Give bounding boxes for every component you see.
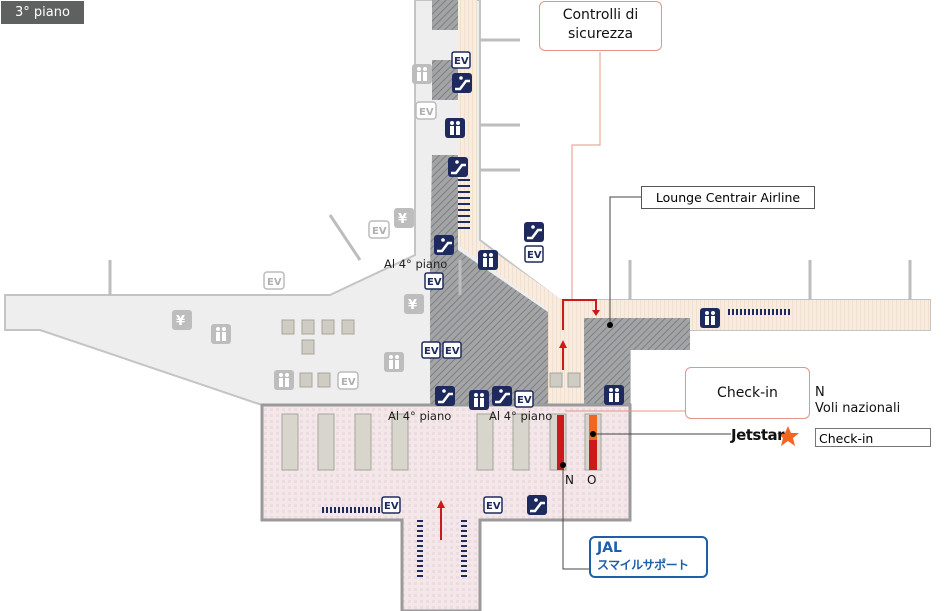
restroom-icon <box>211 324 231 344</box>
jal-leader <box>562 465 589 570</box>
elevator-icon[interactable]: EV <box>381 496 401 514</box>
domestic-zone: N <box>815 385 825 400</box>
to-4th-floor-label: Al 4° piano <box>489 409 552 423</box>
jal-smile-support: JAL スマイルサポート <box>589 536 708 578</box>
restroom-icon <box>274 370 294 390</box>
elevator-icon[interactable]: EV <box>451 51 471 69</box>
security-leader <box>571 52 601 300</box>
elevator-icon: EV <box>263 271 285 290</box>
svg-text:EV: EV <box>267 277 282 288</box>
jetstar-logo: Jetstar <box>731 426 785 444</box>
escalator-icon[interactable] <box>490 384 514 408</box>
counter-o-label: O <box>587 473 596 487</box>
jetstar-counter-o[interactable] <box>589 415 597 440</box>
security-line2: sicurezza <box>567 26 634 42</box>
jetstar-star-icon <box>777 426 799 446</box>
svg-text:¥: ¥ <box>176 314 185 329</box>
security-line1: Controlli di <box>562 7 639 23</box>
lounge-callout: Lounge Centrair Airline <box>641 186 815 209</box>
restroom-icon <box>412 64 432 84</box>
stairs <box>322 179 790 580</box>
escalator-icon[interactable] <box>525 493 549 517</box>
to-4th-floor-label: Al 4° piano <box>388 409 451 423</box>
restroom-icon[interactable] <box>604 385 624 405</box>
yen-icon: ¥ <box>404 294 424 314</box>
jetstar-checkin-label: Check-in <box>815 428 931 447</box>
lounge-leader <box>609 196 641 325</box>
elevator-icon[interactable]: EV <box>514 390 534 408</box>
svg-text:EV: EV <box>419 107 434 118</box>
elevator-icon[interactable]: EV <box>424 272 444 290</box>
restroom-icon <box>384 352 404 372</box>
svg-text:EV: EV <box>372 226 387 237</box>
domestic-label: Voli nazionali <box>815 401 901 416</box>
restroom-icon[interactable] <box>445 118 465 138</box>
jal-line2: スマイルサポート <box>597 558 689 572</box>
elevator-icon[interactable]: EV <box>442 341 462 359</box>
svg-text:¥: ¥ <box>398 212 407 227</box>
svg-text:EV: EV <box>486 501 501 512</box>
to-4th-floor-label: Al 4° piano <box>384 257 447 271</box>
escalator-icon[interactable] <box>522 220 546 244</box>
svg-text:EV: EV <box>517 395 532 406</box>
jal-counter-n[interactable] <box>557 415 564 470</box>
gate-piers <box>108 38 912 300</box>
svg-text:EV: EV <box>445 346 460 357</box>
elevator-icon: EV <box>368 220 390 239</box>
counter-o[interactable] <box>589 440 597 470</box>
escalator-icon[interactable] <box>433 384 457 408</box>
checkin-hall <box>260 403 632 611</box>
security-callout: Controlli di sicurezza <box>539 1 662 51</box>
jal-line1: JAL <box>597 540 622 556</box>
yen-icon: ¥ <box>172 310 192 330</box>
escalator-icon[interactable] <box>446 155 470 179</box>
route-arrow <box>440 348 564 540</box>
restroom-icon[interactable] <box>478 250 498 270</box>
elevator-icon[interactable]: EV <box>483 496 503 514</box>
svg-text:EV: EV <box>384 501 399 512</box>
elevator-icon: EV <box>337 371 359 390</box>
svg-text:EV: EV <box>527 250 542 261</box>
walkway <box>458 0 930 405</box>
floor-label: 3° piano <box>1 1 84 24</box>
yen-icon: ¥ <box>394 208 414 228</box>
counter-n-label: N <box>565 473 574 487</box>
elevator-icon[interactable]: EV <box>421 341 441 359</box>
restricted-area <box>584 318 690 410</box>
checkin-callout: Check-in <box>685 367 810 419</box>
kiosks <box>281 319 581 388</box>
restricted-area <box>432 60 458 100</box>
svg-text:EV: EV <box>341 377 356 388</box>
svg-text:¥: ¥ <box>408 298 417 313</box>
route-arrow <box>562 299 597 330</box>
elevator-icon: EV <box>415 101 437 120</box>
escalator-icon[interactable] <box>432 233 456 257</box>
escalator-icon[interactable] <box>450 71 474 95</box>
restricted-area <box>432 0 458 30</box>
restroom-icon[interactable] <box>700 308 720 328</box>
elevator-icon[interactable]: EV <box>524 245 544 263</box>
restroom-icon[interactable] <box>469 390 489 410</box>
svg-text:EV: EV <box>424 346 439 357</box>
svg-text:EV: EV <box>454 56 469 67</box>
svg-text:EV: EV <box>427 277 442 288</box>
